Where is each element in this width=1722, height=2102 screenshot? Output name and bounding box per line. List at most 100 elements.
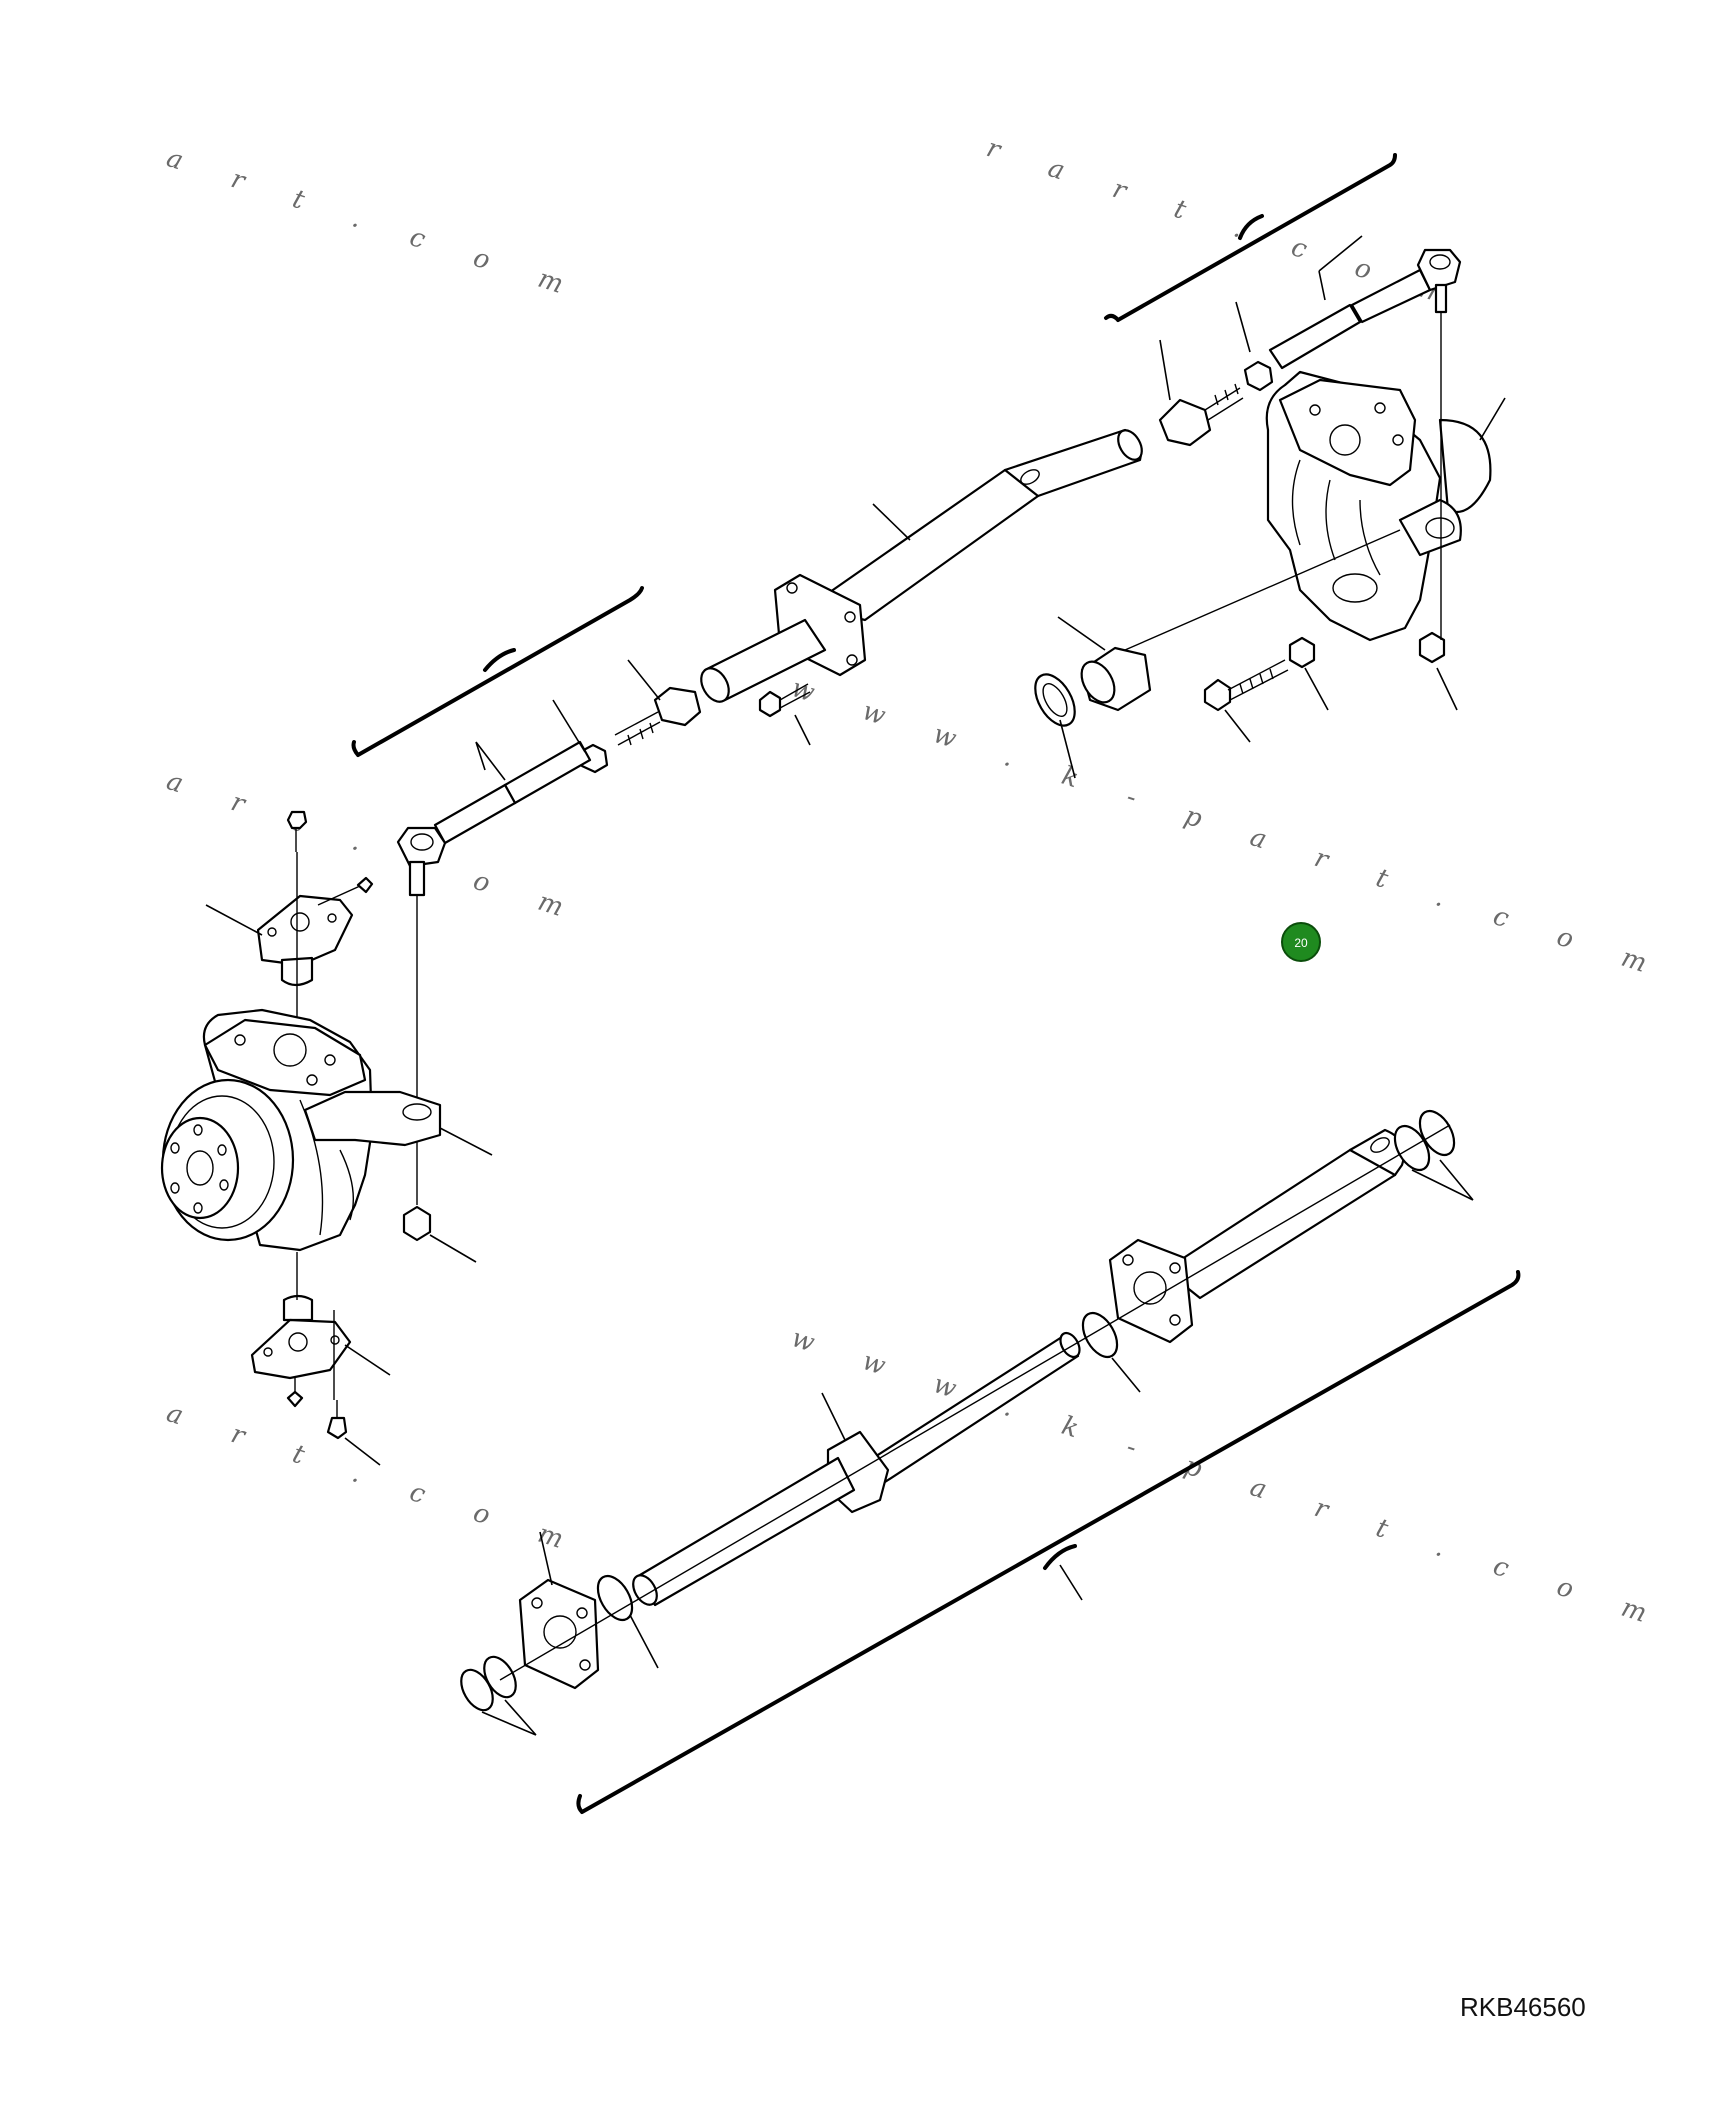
lower-steering-cylinder — [460, 1109, 1456, 1712]
watermark-1: a r t . c o m — [163, 143, 588, 307]
lock-nut-left — [578, 743, 609, 774]
leader-26 — [481, 1699, 537, 1736]
grease-nipple-upper — [356, 876, 374, 894]
lower-rod-tip — [1059, 1331, 1081, 1359]
grease-nipple-lower — [286, 1390, 304, 1408]
leader-lines — [205, 235, 1506, 1736]
left-hub-stud-1 — [193, 1124, 203, 1136]
leader-21 — [1111, 1357, 1141, 1393]
lower-gland-hole-3 — [579, 1659, 591, 1671]
right-knuckle-contour-1 — [1291, 459, 1381, 576]
right-knuckle-hole-2 — [1374, 402, 1386, 414]
brace-upper-right-notch — [1238, 214, 1264, 240]
ball-joint-left-thread — [614, 711, 661, 746]
leader-16 — [439, 1127, 493, 1156]
ball-joint-right-thread — [1204, 383, 1244, 421]
leader-8 — [1224, 709, 1251, 743]
watermark-group: a r t . c o m r a r t . c o m w w w . k … — [163, 133, 1671, 1636]
right-knuckle-hub-ring — [1438, 418, 1492, 513]
lower-flange-center — [1133, 1271, 1167, 1305]
grease-nipple-upper-line — [317, 885, 361, 906]
left-knuckle-top-hole-1 — [234, 1034, 246, 1046]
upper-right-rod-end — [1158, 248, 1462, 447]
right-knuckle-hardware — [1034, 312, 1446, 727]
upper-tube-left-end — [700, 667, 730, 703]
lower-cylinder-gland — [518, 1578, 600, 1690]
lower-gland-hole-1 — [531, 1597, 543, 1609]
left-knuckle-top-bore — [273, 1033, 307, 1067]
lock-nut-right — [1243, 360, 1274, 392]
upper-flange-bolt-hole-1 — [786, 582, 798, 594]
leader-9 — [1304, 667, 1329, 711]
left-knuckle-top-hole-2 — [324, 1054, 336, 1066]
tie-rod-sleeve-right — [1268, 303, 1362, 370]
hotspot-label[interactable]: 20 — [1294, 936, 1308, 950]
lower-flange-hole-3 — [1169, 1314, 1181, 1326]
lower-cylinder-flange — [1108, 1238, 1194, 1344]
leader-18 — [344, 1344, 391, 1376]
tie-rod-end-right-pin — [1434, 283, 1448, 314]
leader-14 — [475, 741, 506, 781]
leader-15 — [205, 904, 263, 936]
upper-rod-end — [1117, 429, 1143, 461]
leader-3 — [1159, 339, 1171, 401]
lower-flange-hole-1 — [1122, 1254, 1134, 1266]
upper-left-rod-end — [396, 686, 702, 1205]
leader-11 — [794, 714, 811, 746]
leader-22 — [821, 1392, 846, 1441]
upper-barrel-port — [1020, 469, 1040, 485]
left-hub-center — [186, 1150, 214, 1186]
leader-19 — [344, 1437, 381, 1466]
brace-upper-left-notch — [483, 648, 516, 672]
right-knuckle-lower-bore — [1332, 573, 1378, 603]
bolt-flange-head — [758, 690, 782, 718]
left-hub-stud-3 — [219, 1179, 229, 1191]
leader-20 — [1411, 1159, 1474, 1201]
right-knuckle-bore — [1329, 424, 1361, 456]
nut-right-lower — [1288, 636, 1316, 669]
leader-13 — [552, 699, 586, 753]
left-hub-stud-6 — [170, 1142, 180, 1154]
ball-joint-left — [653, 686, 702, 727]
hotspot-badge[interactable] — [1281, 922, 1321, 962]
watermark-6: a r t . c o m — [163, 1398, 588, 1562]
dust-seal-right — [1034, 673, 1076, 727]
upper-flange-bolt-hole-3 — [846, 654, 858, 666]
left-knuckle-top-hole-3 — [306, 1074, 318, 1086]
right-steering-arm-eye — [1425, 517, 1455, 539]
brace-lower — [576, 1270, 1521, 1814]
kingpin-cap-lower-hole-2 — [330, 1335, 340, 1345]
upper-flange-bolt — [758, 683, 811, 718]
bolt-flange-shank — [779, 683, 811, 709]
upper-flange-bolt-hole-2 — [844, 611, 856, 623]
leader-17 — [429, 1234, 477, 1263]
o-ring-lower-6 — [483, 1655, 517, 1699]
nut-tie-rod-left — [402, 1205, 432, 1242]
watermark-5: w w w . k - p a r t . c o m — [788, 1323, 1671, 1636]
right-knuckle-hole-1 — [1309, 404, 1321, 416]
brace-lower-notch — [1043, 1544, 1077, 1570]
right-steering-knuckle — [1265, 370, 1492, 642]
leader-25 — [629, 1614, 659, 1669]
kingpin-lower-boss — [282, 1294, 314, 1322]
lower-gland-hole-2 — [576, 1607, 588, 1619]
leader-24 — [539, 1531, 553, 1586]
upper-cylinder-barrel — [828, 468, 1040, 622]
left-knuckle-contour — [299, 1099, 355, 1236]
tie-rod-end-left-eye — [410, 833, 434, 851]
nut-tie-rod-right — [1418, 631, 1446, 664]
left-knuckle-hub-face — [160, 1116, 240, 1220]
brace-group — [351, 153, 1521, 1814]
leader-1 — [1318, 235, 1363, 301]
bolt-lower-left — [326, 1416, 348, 1440]
left-hub-stud-4 — [193, 1202, 203, 1214]
leader-12 — [627, 659, 661, 701]
leader-2 — [1235, 301, 1251, 353]
hotspot-20[interactable]: 20 — [1281, 922, 1321, 962]
lower-gland-center — [543, 1615, 577, 1649]
watermark-3: w w w . k - p a r t . c o m — [788, 673, 1671, 986]
ball-joint-right — [1158, 398, 1212, 447]
kingpin-cap-upper-center — [290, 912, 310, 932]
left-hub-stud-5 — [170, 1182, 180, 1194]
kingpin-cap-lower-center — [288, 1332, 308, 1352]
